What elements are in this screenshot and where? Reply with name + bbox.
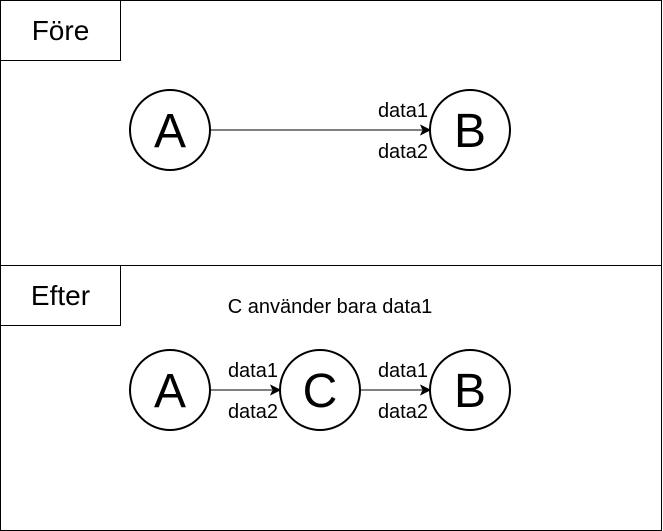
node-b-before-circle [429,89,511,171]
panel-before-title-box [0,0,121,61]
edge-a-c-label-bottom: data2 [228,401,278,423]
node-b-after-label: B [454,365,486,418]
node-a-after-circle [129,349,211,431]
node-a-after-label: A [154,365,186,418]
edge-a-b-arrowhead [419,124,432,136]
edge-a-b-label-top: data1 [378,100,428,122]
node-b-after: B [429,349,511,431]
node-b-before-label: B [454,105,486,158]
panel-after: Efter C använder bara data1 data1 data2 … [0,265,662,531]
panel-after-note: C använder bara data1 [228,296,433,318]
node-c-after-circle [279,349,361,431]
node-a-after: A [129,349,211,431]
edge-a-b-label-bottom: data2 [378,141,428,163]
node-b-before: B [429,89,511,171]
edge-c-b-arrowhead [419,384,432,396]
node-a-before-circle [129,89,211,171]
node-c-after: C [279,349,361,431]
edge-a-c-arrowhead [269,384,282,396]
panel-before: Före data1 data2 A B [0,0,662,266]
edge-c-b-label-bottom: data2 [378,401,428,423]
panel-before-title: Före [32,15,90,46]
edge-a-c-label-top: data1 [228,360,278,382]
node-b-after-circle [429,349,511,431]
panel-after-title: Efter [31,280,90,311]
edge-c-b-after: data1 data2 [360,360,432,423]
edge-c-b-label-top: data1 [378,360,428,382]
edge-a-b-before: data1 data2 [210,100,432,163]
node-c-after-label: C [303,365,338,418]
node-a-before-label: A [154,105,186,158]
edge-a-c-after: data1 data2 [210,360,282,423]
panel-after-title-box [0,265,121,326]
node-a-before: A [129,89,211,171]
